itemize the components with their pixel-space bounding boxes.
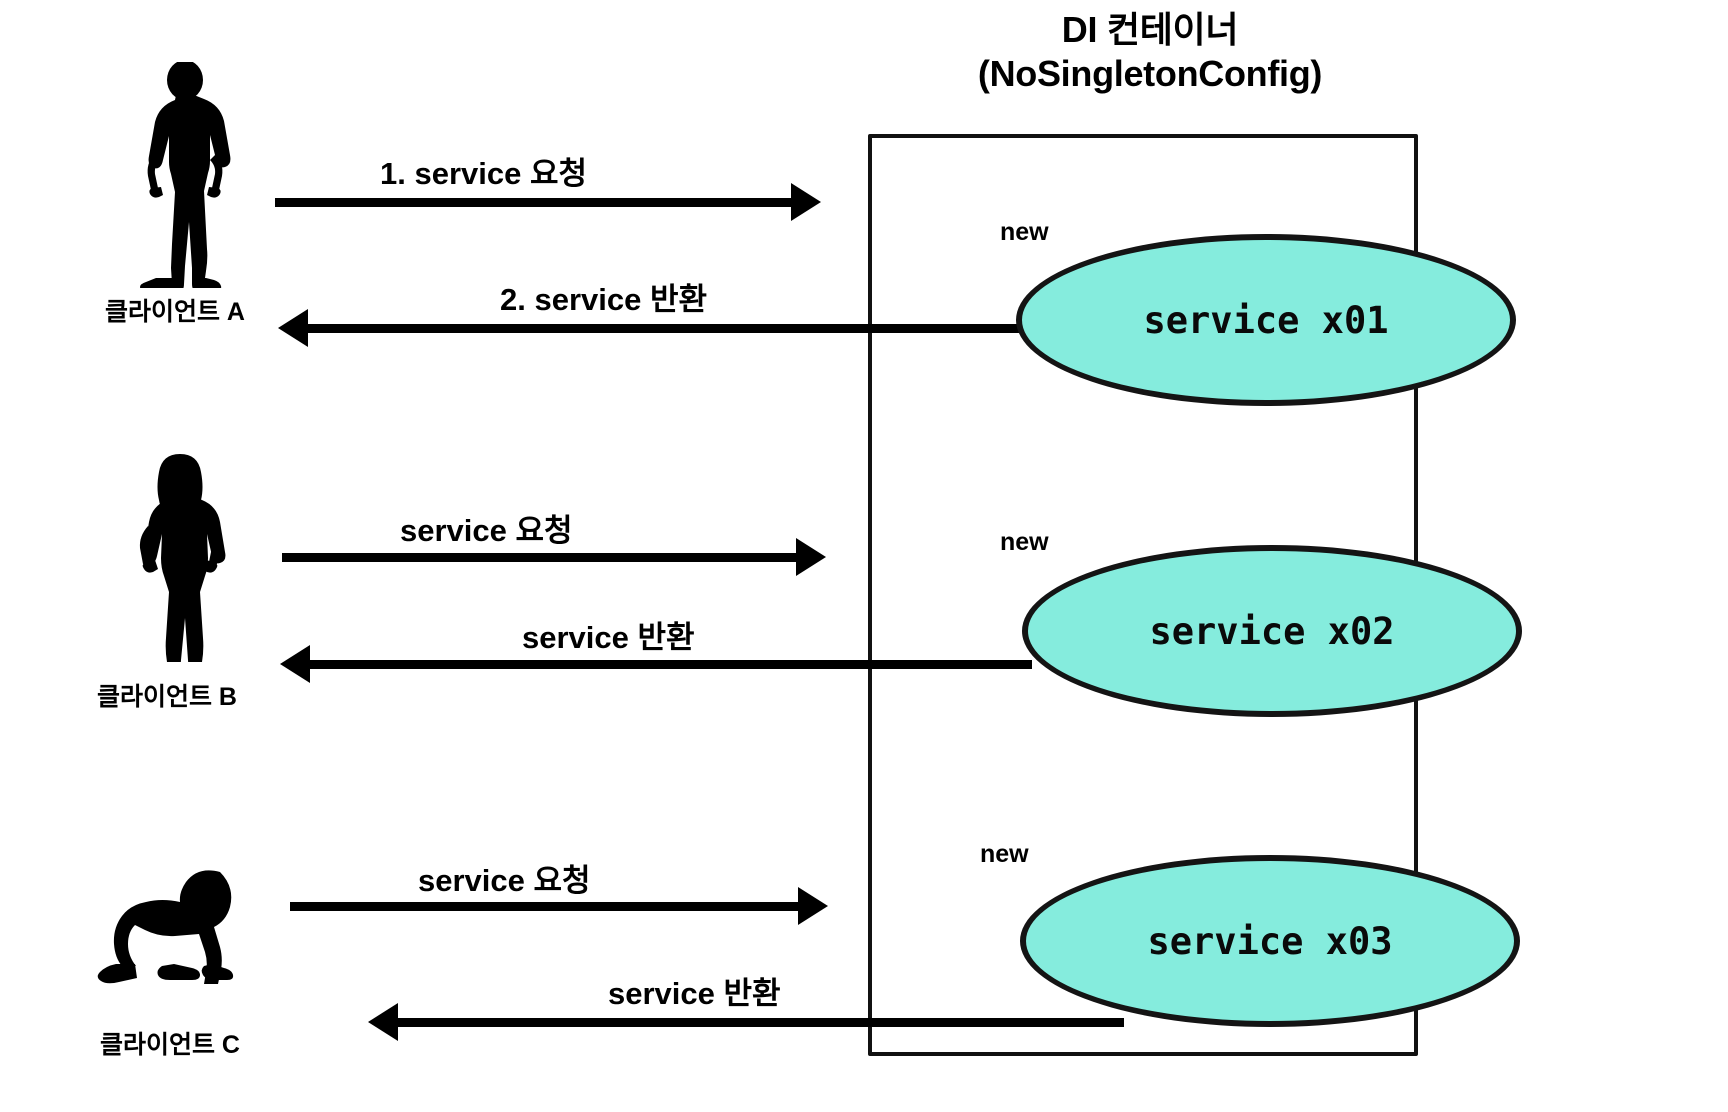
crawling-baby-silhouette-icon [92,866,242,984]
arrow-request-c-head-icon [798,887,828,925]
title-line-1: DI 컨테이너 [1061,9,1239,50]
service-label-x01: service x01 [1143,298,1389,342]
standing-man-silhouette-icon [120,62,250,288]
arrow-return-b-line [310,660,1032,669]
service-node-x03: service x03 [1020,855,1520,1027]
new-annotation-service-1: new [1000,218,1049,246]
arrow-request-b-head-icon [796,538,826,576]
arrow-return-c-head-icon [368,1003,398,1041]
standing-woman-silhouette-icon [120,452,240,662]
arrow-label-request-a: 1. service 요청 [380,156,587,191]
client-c-label: 클라이언트 C [99,1031,240,1059]
arrow-label-return-a: 2. service 반환 [500,282,707,317]
service-label-x02: service x02 [1149,609,1395,653]
arrow-return-c-line [398,1018,1124,1027]
service-node-x01: service x01 [1016,234,1516,406]
new-annotation-service-2: new [1000,528,1049,556]
arrow-request-a-line [275,198,795,207]
arrow-request-a-head-icon [791,183,821,221]
arrow-return-b-head-icon [280,645,310,683]
arrow-label-return-c: service 반환 [608,976,781,1011]
service-node-x02: service x02 [1022,545,1522,717]
arrow-label-request-b: service 요청 [400,513,573,548]
arrow-request-b-line [282,553,800,562]
arrow-label-return-b: service 반환 [522,620,695,655]
arrow-label-request-c: service 요청 [418,863,591,898]
title-line-2: (NoSingletonConfig) [977,52,1323,94]
diagram-title: DI 컨테이너 (NoSingletonConfig) [870,8,1430,96]
client-b-label: 클라이언트 B [96,683,237,711]
arrow-return-a-line [308,324,1028,333]
client-a-label: 클라이언트 A [104,298,245,326]
arrow-request-c-line [290,902,802,911]
service-label-x03: service x03 [1147,919,1393,963]
new-annotation-service-3: new [980,840,1029,868]
arrow-return-a-head-icon [278,309,308,347]
